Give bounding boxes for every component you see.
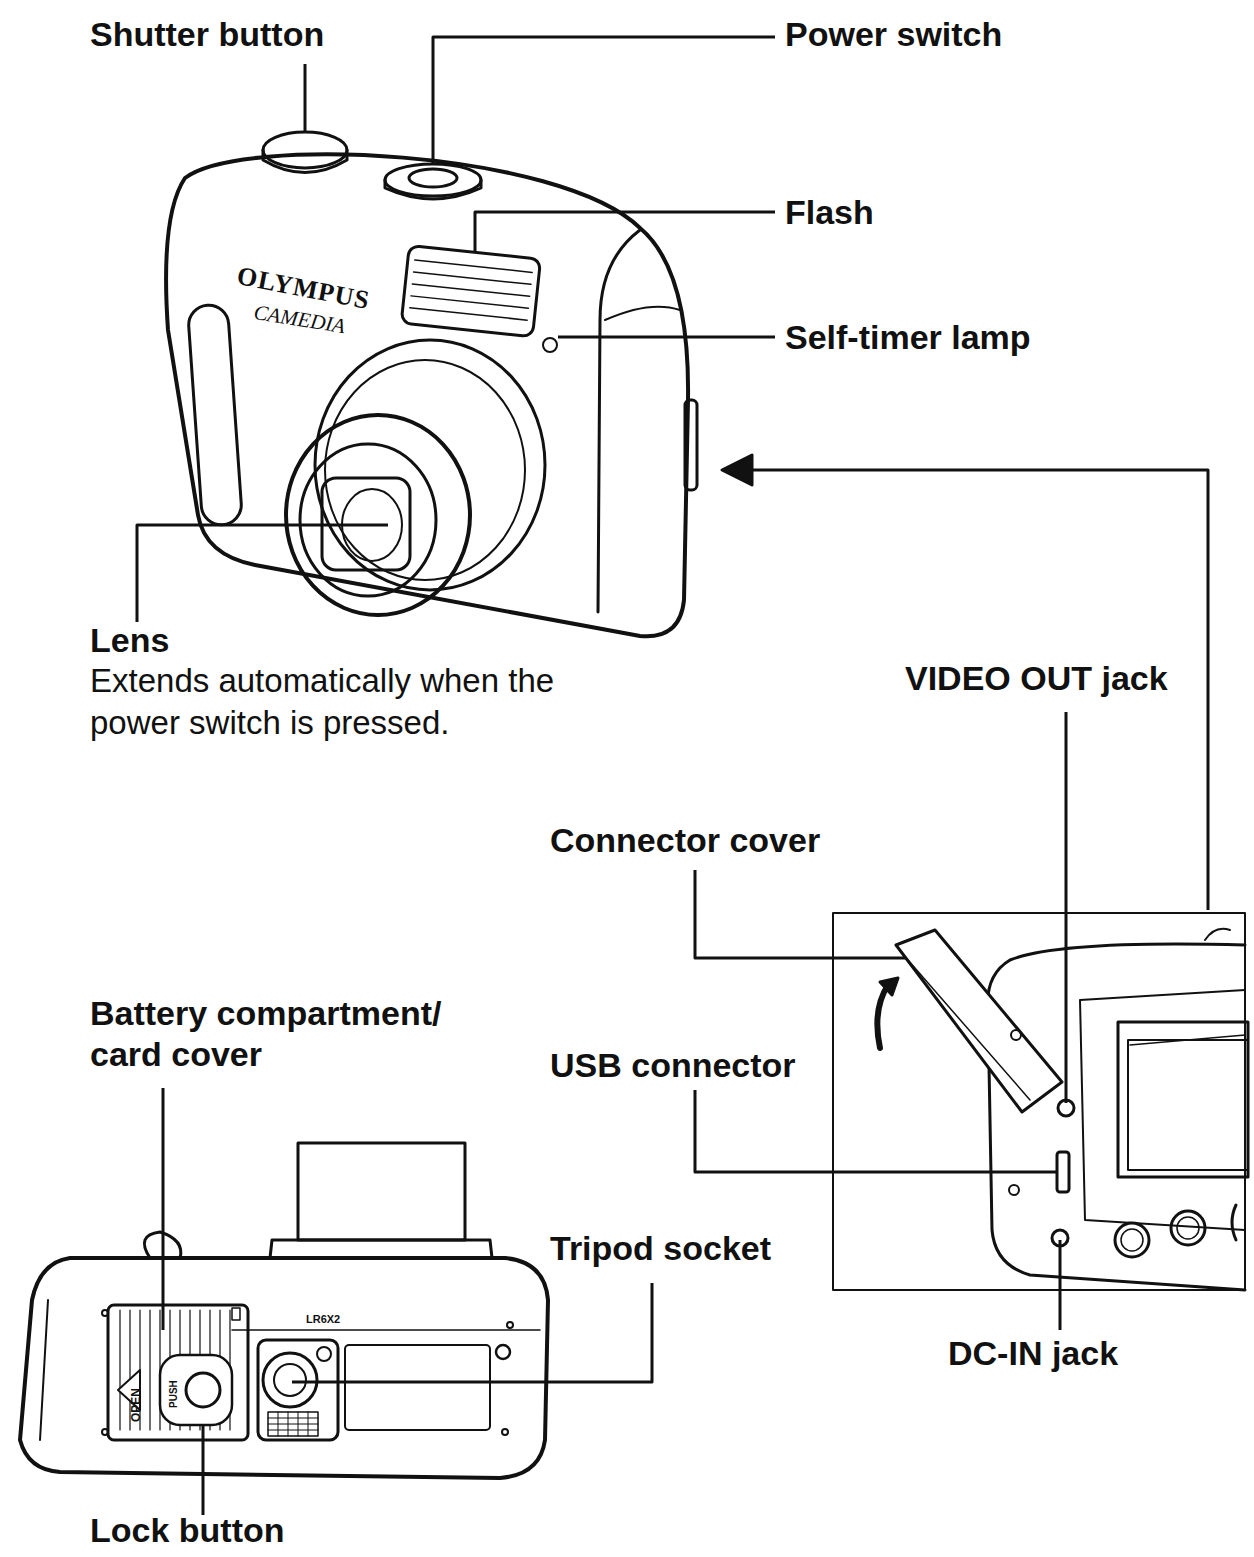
- part-label: Self-timer lamp: [785, 317, 1031, 358]
- part-label: Lock button: [90, 1510, 285, 1551]
- part-label: Battery compartment/ card cover: [90, 993, 490, 1075]
- part-label: Tripod socket: [550, 1228, 771, 1269]
- part-label: Connector cover: [550, 820, 820, 861]
- part-label: Power switch: [785, 14, 1002, 55]
- marking-text: LR6X2: [306, 1312, 340, 1326]
- camera-bottom: [20, 1143, 548, 1478]
- marking-text: PUSH: [167, 1380, 181, 1408]
- part-label: VIDEO OUT jack: [905, 658, 1168, 699]
- part-label: Flash: [785, 192, 874, 233]
- part-label: DC-IN jack: [948, 1333, 1118, 1374]
- inset-side-view: [833, 913, 1248, 1290]
- part-label: USB connector: [550, 1045, 796, 1086]
- marking-text: OPEN: [129, 1388, 143, 1422]
- leader-lines: [137, 37, 1208, 1515]
- part-label: Shutter button: [90, 14, 324, 55]
- note-text: Extends automatically when the power swi…: [90, 660, 630, 744]
- part-label: Lens: [90, 620, 169, 661]
- camera-front: [166, 132, 697, 636]
